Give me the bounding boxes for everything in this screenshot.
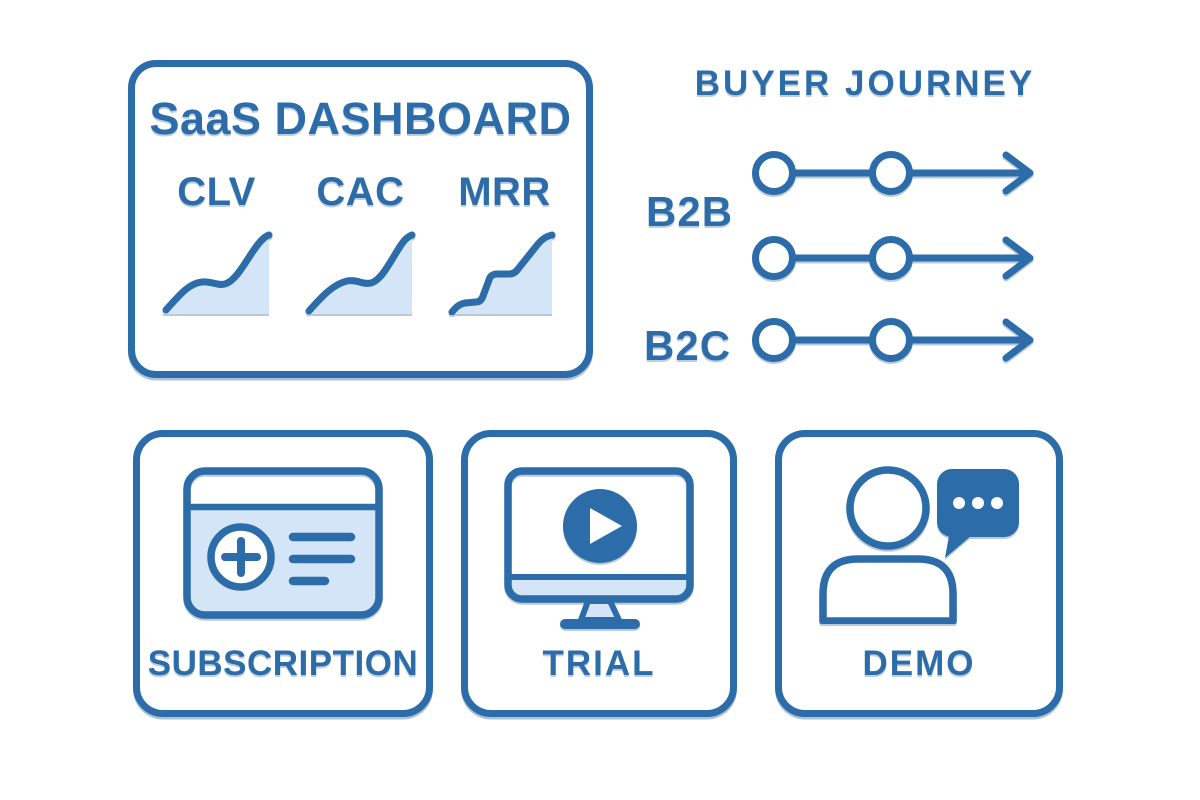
cac-area-trend-up-icon bbox=[305, 231, 415, 315]
arrow-head-icon bbox=[1002, 151, 1034, 195]
metric-clv-label: CLV bbox=[177, 170, 256, 214]
chat-bubble-tail bbox=[944, 530, 978, 558]
journey-timeline-arrow-icon bbox=[752, 151, 1034, 195]
trend-line bbox=[305, 231, 415, 315]
journey-step-circle bbox=[869, 318, 913, 362]
arrow-head-icon bbox=[1002, 236, 1034, 280]
journey-step-circle bbox=[752, 318, 796, 362]
b2b-label: B2B bbox=[646, 188, 734, 235]
demo-label: DEMO bbox=[862, 644, 976, 683]
demo-card: DEMO bbox=[775, 430, 1063, 717]
journey-timeline-arrow-icon bbox=[752, 236, 1034, 280]
monitor-play-icon bbox=[504, 467, 694, 629]
demo-icon-wrap bbox=[817, 464, 1022, 624]
journey-step-circle bbox=[752, 236, 796, 280]
monitor-strip-fill bbox=[508, 577, 690, 599]
plus-icon bbox=[221, 537, 261, 577]
person-chat-icon bbox=[818, 466, 1019, 624]
dashboard-title: SaaS DASHBOARD bbox=[149, 93, 572, 144]
area-fill bbox=[305, 235, 412, 314]
trial-icon-wrap bbox=[504, 467, 694, 631]
chat-dot bbox=[952, 497, 965, 509]
subscription-card: SUBSCRIPTION bbox=[133, 430, 433, 717]
saas-dashboard-card: SaaS DASHBOARD CLV CAC MRR bbox=[128, 60, 593, 378]
buyer-journey-title: BUYER JOURNEY bbox=[694, 64, 1036, 103]
text-lines-icon bbox=[288, 532, 356, 586]
journey-step-circle bbox=[869, 151, 913, 195]
chat-dot bbox=[990, 497, 1003, 509]
arrow-head-icon bbox=[1002, 318, 1034, 362]
journey-step-circle bbox=[869, 236, 913, 280]
card-outline bbox=[183, 467, 383, 619]
chat-dot bbox=[971, 497, 984, 509]
trend-line bbox=[162, 231, 272, 314]
credit-card-plus-icon bbox=[183, 467, 383, 619]
subscription-icon-wrap bbox=[183, 467, 383, 619]
metric-cac-label: CAC bbox=[316, 170, 405, 214]
clv-area-trend-up-icon bbox=[161, 231, 272, 314]
trial-card: TRIAL bbox=[461, 430, 737, 717]
journey-timeline-arrow-icon bbox=[752, 318, 1034, 362]
metric-mrr: MRR bbox=[447, 169, 563, 315]
metric-mrr-label: MRR bbox=[458, 170, 551, 214]
monitor-stand bbox=[578, 598, 622, 623]
trend-line bbox=[448, 231, 555, 315]
trial-label: TRIAL bbox=[542, 644, 656, 683]
area-fill bbox=[161, 235, 269, 314]
subscription-label: SUBSCRIPTION bbox=[147, 644, 419, 683]
play-triangle-icon bbox=[590, 508, 622, 544]
dashboard-metrics-row: CLV CAC MRR bbox=[159, 169, 563, 315]
person-head bbox=[845, 466, 930, 550]
b2c-label: B2C bbox=[644, 322, 732, 369]
journey-step-circle bbox=[752, 151, 796, 195]
mrr-step-trend-up-icon bbox=[448, 231, 555, 315]
person-body bbox=[818, 555, 957, 624]
metric-clv: CLV bbox=[159, 169, 275, 315]
metric-cac: CAC bbox=[303, 169, 419, 315]
